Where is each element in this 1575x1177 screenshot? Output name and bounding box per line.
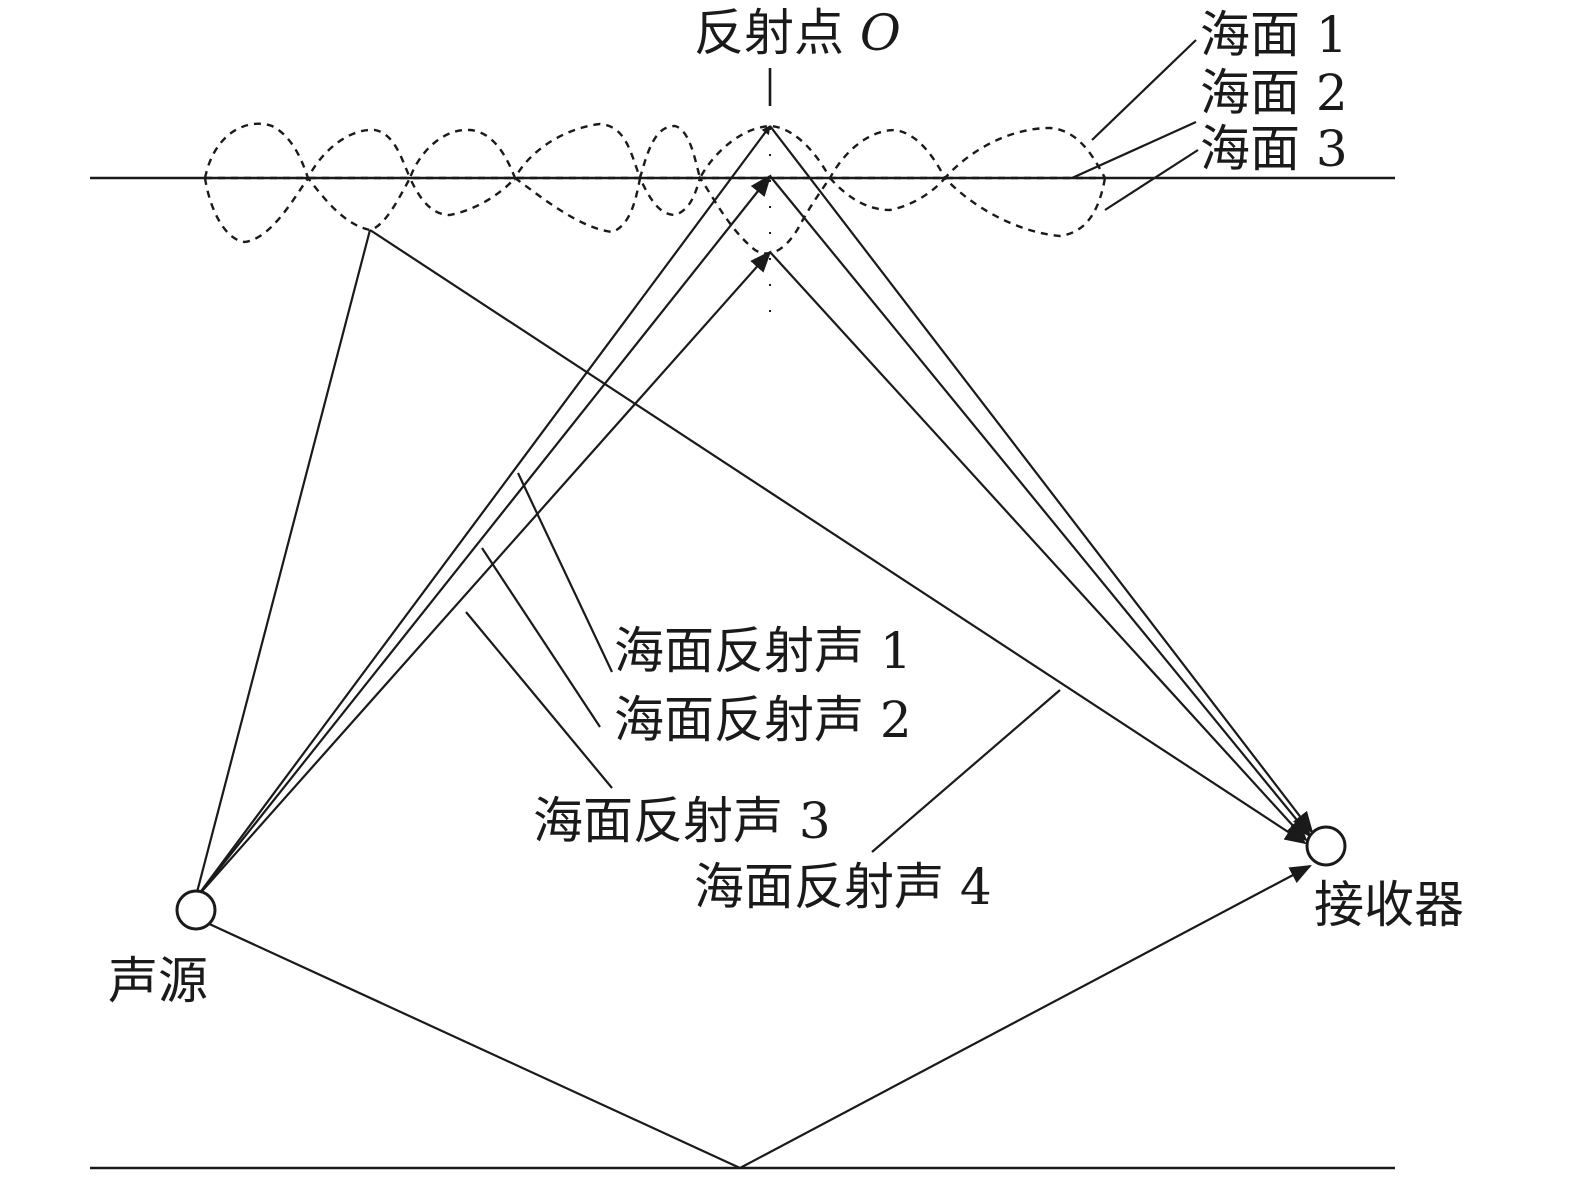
leader-surface-reflection-1 bbox=[517, 472, 613, 673]
bottom-ray-incident bbox=[204, 921, 741, 1169]
reflection-ray-4-incident bbox=[194, 229, 372, 897]
bottom-ray-reflected bbox=[739, 864, 1312, 1169]
sea-surface-3-wave bbox=[203, 174, 1107, 255]
reflection-ray-2-incident bbox=[195, 174, 772, 899]
sea-surface-1-wave bbox=[203, 122, 1107, 182]
reflection-ray-3-incident bbox=[195, 250, 772, 899]
reflection-ray-4-reflected bbox=[369, 229, 1307, 845]
leader-surface-reflection-2 bbox=[481, 547, 601, 728]
sea-surface-2-label: 海面 2 bbox=[1200, 64, 1348, 122]
leader-sea-surface-2 bbox=[1071, 120, 1197, 180]
surface-reflection-1-label: 海面反射声 1 bbox=[614, 622, 912, 680]
receiver-node bbox=[1305, 825, 1347, 867]
reflection-ray-1-incident bbox=[195, 125, 771, 899]
leader-sea-surface-1 bbox=[1091, 39, 1197, 141]
surface-reflection-2-label: 海面反射声 2 bbox=[614, 691, 912, 749]
leader-sea-surface-3 bbox=[1104, 149, 1199, 211]
source-node bbox=[175, 889, 217, 931]
reflection-point-label: 反射点 O bbox=[694, 4, 901, 62]
reflection-ray-3-reflected bbox=[769, 251, 1308, 842]
sea-surface-1-label: 海面 1 bbox=[1200, 6, 1348, 64]
leader-surface-reflection-4 bbox=[871, 689, 1061, 853]
sea-surface-3-label: 海面 3 bbox=[1200, 120, 1348, 178]
leader-surface-reflection-3 bbox=[465, 611, 613, 789]
surface-reflection-3-label: 海面反射声 3 bbox=[533, 792, 831, 850]
reflection-ray-1-reflected bbox=[769, 125, 1314, 834]
receiver-label: 接收器 bbox=[1314, 876, 1464, 934]
source-label: 声源 bbox=[108, 952, 208, 1010]
surface-reflection-4-label: 海面反射声 4 bbox=[694, 858, 992, 916]
reflection-ray-2-reflected bbox=[769, 175, 1312, 838]
